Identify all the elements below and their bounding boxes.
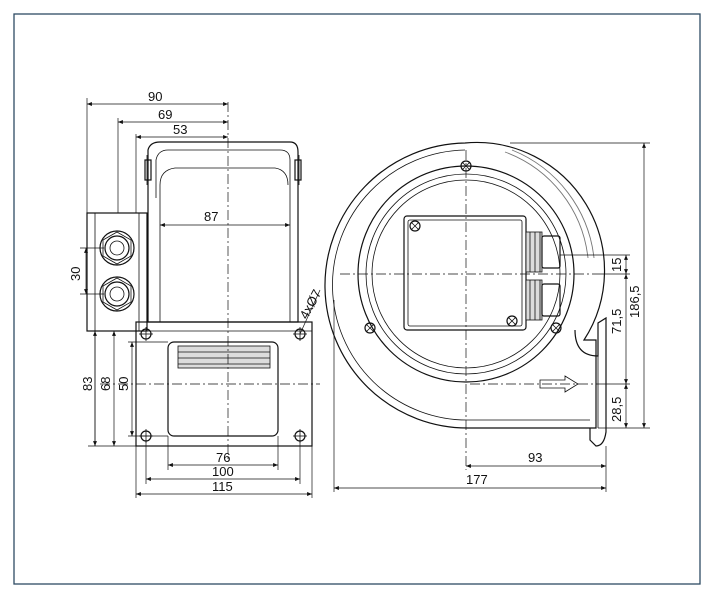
drawing-frame [13, 13, 701, 585]
dim-total-width: 177 [466, 472, 488, 487]
dim-body-width: 87 [204, 209, 218, 224]
dim-top-offset: 15 [609, 258, 624, 272]
dim-outlet-center: 71,5 [609, 309, 624, 334]
dim-width-total: 90 [148, 89, 162, 104]
dim-bottom-offset: 28,5 [609, 397, 624, 422]
dim-base-total: 115 [212, 479, 233, 494]
screws [364, 160, 562, 334]
dim-hole: 4xØ7 [296, 287, 324, 321]
dim-outlet-width: 93 [528, 450, 542, 465]
dim-width-inner: 53 [173, 122, 187, 137]
dim-height-mid: 68 [98, 377, 113, 391]
side-view: 90 69 53 87 30 4xØ7 83 68 50 [68, 89, 324, 498]
dim-height-total: 83 [80, 377, 95, 391]
dim-gland-spacing: 30 [68, 267, 83, 281]
cable-gland-top [99, 230, 135, 266]
dim-width-mid: 69 [158, 107, 172, 122]
dim-base-mid: 100 [212, 464, 234, 479]
mounting-holes [139, 327, 307, 443]
dim-height-inner: 50 [116, 377, 131, 391]
dim-base-inner: 76 [216, 450, 230, 465]
dim-total-height: 186,5 [627, 285, 642, 318]
terminal-glands [525, 231, 561, 321]
cable-gland-bottom [99, 276, 135, 312]
front-view: 15 71,5 186,5 28,5 93 177 [324, 141, 650, 492]
